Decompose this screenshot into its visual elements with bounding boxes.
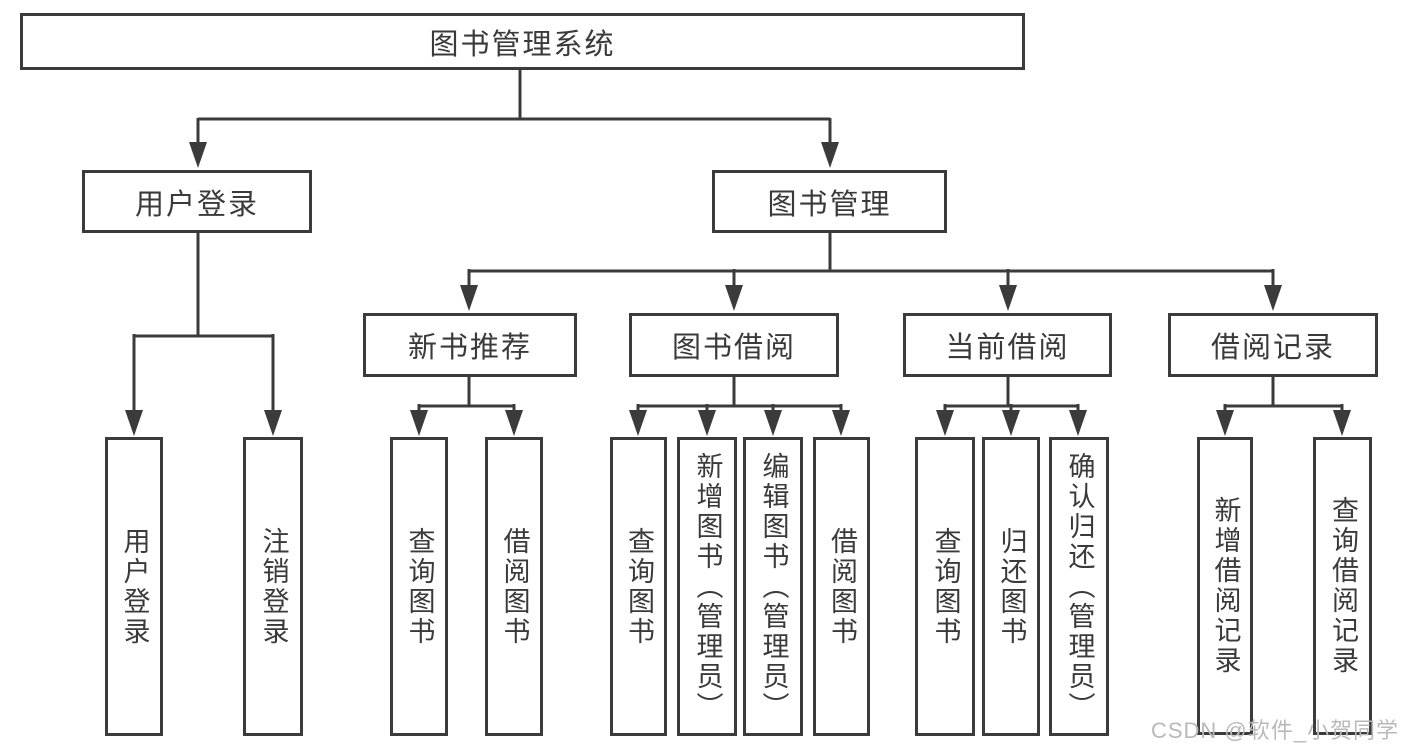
watermark: CSDN @软件_小贺同学 (1150, 718, 1399, 743)
connector-user-login (132, 233, 275, 417)
arrow-icon (1002, 410, 1020, 436)
arrow-icon (410, 410, 428, 436)
arrow-icon (999, 285, 1017, 311)
arrow-icon (1216, 410, 1234, 436)
connector-book-management (467, 233, 1275, 293)
arrow-icon (725, 285, 743, 311)
arrow-icon (1069, 410, 1087, 436)
arrowheads (125, 142, 1351, 436)
node-current-borrowing: 当前借阅 (903, 313, 1112, 377)
leaf-edit-books-admin: 编辑图书（管理员） (743, 437, 803, 736)
node-book-management: 图书管理 (712, 170, 947, 233)
arrow-icon (264, 410, 282, 436)
arrow-icon (189, 142, 207, 168)
connector-book-borrowing (636, 377, 843, 417)
node-borrowing-records: 借阅记录 (1168, 313, 1378, 377)
leaf-query-books-current: 查询图书 (915, 437, 975, 736)
leaf-confirm-return-admin: 确认归还（管理员） (1049, 437, 1109, 736)
connector-borrowing-records (1223, 377, 1344, 417)
arrow-icon (698, 410, 716, 436)
leaf-logout: 注销登录 (243, 437, 303, 736)
node-root: 图书管理系统 (20, 13, 1025, 70)
leaf-query-books-borrowing: 查询图书 (610, 437, 667, 736)
leaf-borrow-books-borrowing: 借阅图书 (813, 437, 870, 736)
leaf-add-borrow-record: 新增借阅记录 (1197, 437, 1253, 735)
arrow-icon (505, 410, 523, 436)
connector-new-book-recommend (417, 377, 516, 417)
node-new-book-recommend: 新书推荐 (363, 313, 577, 377)
leaf-return-books: 归还图书 (982, 437, 1040, 736)
arrow-icon (821, 142, 839, 168)
arrow-icon (1333, 410, 1351, 436)
leaf-borrow-books-recommend: 借阅图书 (485, 437, 543, 736)
arrow-icon (629, 410, 647, 436)
arrow-icon (832, 410, 850, 436)
arrow-icon (1264, 285, 1282, 311)
leaf-user-login: 用户登录 (105, 437, 163, 736)
arrow-icon (936, 410, 954, 436)
node-user-login: 用户登录 (82, 170, 312, 233)
leaf-add-books-admin: 新增图书（管理员） (677, 437, 737, 736)
leaf-query-books-recommend: 查询图书 (390, 437, 448, 736)
arrow-icon (125, 410, 143, 436)
node-book-borrowing: 图书借阅 (629, 313, 839, 377)
leaf-query-borrow-record: 查询借阅记录 (1313, 437, 1372, 735)
arrow-icon (460, 285, 478, 311)
arrow-icon (764, 410, 782, 436)
connector-root (196, 70, 832, 150)
